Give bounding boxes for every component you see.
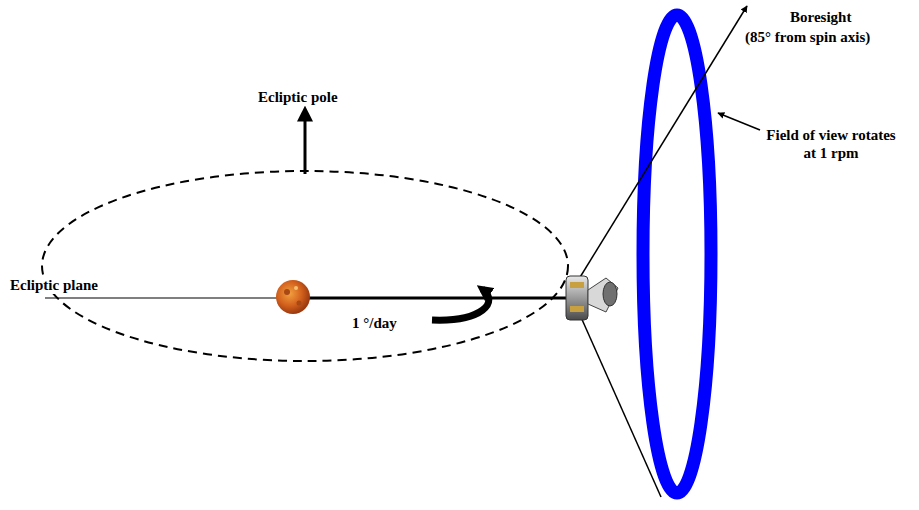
fov-ring xyxy=(643,15,711,493)
spacecraft-symbol xyxy=(566,276,618,320)
pole-label: Ecliptic pole xyxy=(258,88,338,106)
pole-arrow xyxy=(304,112,307,174)
boresight-label: Boresight xyxy=(790,8,851,26)
sun-symbol xyxy=(276,280,310,314)
fov-label-anchor: Field of view rotates at 1 rpm xyxy=(764,126,898,162)
rate-label-anchor: 1 °/day xyxy=(352,314,397,332)
pole-label-anchor: Ecliptic pole xyxy=(258,88,338,106)
sun-line xyxy=(293,297,568,300)
rate-label: 1 °/day xyxy=(352,314,397,332)
rotation-arrow xyxy=(432,289,489,320)
ecliptic-line xyxy=(45,297,293,298)
orbit-ellipse xyxy=(42,171,568,361)
plane-label: Ecliptic plane xyxy=(8,276,100,294)
plane-label-anchor: Ecliptic plane xyxy=(8,276,100,294)
fov-leader xyxy=(718,113,760,130)
fov-label: Field of view rotates at 1 rpm xyxy=(764,126,898,162)
boresight-label-anchor: Boresight xyxy=(790,8,851,26)
cone-line xyxy=(576,306,661,497)
boresight-line xyxy=(574,6,747,287)
boresight-angle: (85° from spin axis) xyxy=(745,28,870,46)
boresight-angle-anchor: (85° from spin axis) xyxy=(745,28,870,46)
